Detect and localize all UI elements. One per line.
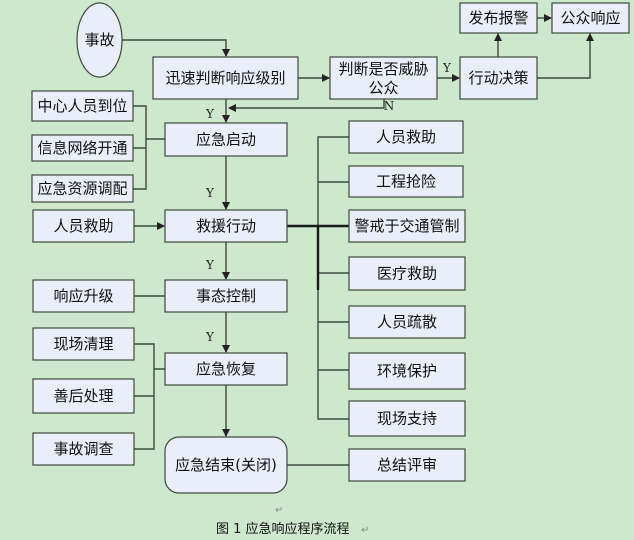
node-label: 事故调查 [53, 440, 113, 458]
label-yes: Y [205, 186, 215, 200]
line-rescue-to-tasks [287, 224, 349, 290]
figure-caption: 图 1 应急响应程序流程 [216, 521, 350, 537]
node-label: 人员救助 [53, 217, 113, 235]
node-label: 应急启动 [196, 131, 256, 149]
node-medical-rescue: 医疗救助 [348, 256, 466, 291]
node-personnel-rescue: 人员救助 [348, 120, 464, 154]
node-public-response: 公众响应 [551, 2, 630, 34]
node-emergency-recovery: 应急恢复 [164, 352, 288, 386]
arrow-accident-to-assess [122, 39, 230, 57]
arrow-decision-to-public [537, 33, 594, 79]
node-site-cleanup: 现场清理 [32, 327, 135, 361]
node-label: 总结评审 [377, 456, 437, 474]
return-mark: ↵ [275, 505, 283, 516]
return-mark: ↵ [361, 525, 369, 536]
node-emergency-end: 应急结束(关闭) [164, 436, 288, 494]
label-no: N [384, 99, 395, 113]
node-site-support: 现场支持 [348, 400, 466, 437]
label-yes: Y [205, 330, 215, 344]
node-response-upgrade: 响应升级 [32, 279, 135, 313]
node-engineering-repair: 工程抢险 [348, 165, 464, 198]
node-assess-level: 迅速判断响应级别 [152, 56, 299, 100]
node-label: 现场清理 [53, 335, 113, 353]
connectors [122, 14, 594, 466]
node-accident: 事故 [76, 2, 123, 78]
node-accident-investigation: 事故调查 [32, 432, 135, 466]
node-aftermath: 善后处理 [32, 378, 135, 414]
node-label: 迅速判断响应级别 [165, 69, 285, 87]
node-label: 事故 [84, 31, 114, 49]
node-threat-public: 判断是否威胁 公众 [329, 56, 438, 100]
node-label: 环境保护 [377, 362, 437, 380]
node-staff-in-place: 中心人员到位 [31, 90, 134, 122]
node-label: 善后处理 [53, 387, 113, 405]
node-summary-review: 总结评审 [348, 448, 466, 482]
node-label: 信息网络开通 [37, 139, 127, 157]
node-label: 人员救助 [376, 128, 436, 146]
node-label: 应急资源调配 [37, 180, 127, 198]
node-issue-alarm: 发布报警 [459, 2, 538, 34]
node-label: 中心人员到位 [37, 97, 127, 115]
bracket-rescue-tasks [317, 136, 349, 420]
node-label: 应急结束(关闭) [175, 456, 277, 474]
node-evacuation: 人员疏散 [348, 305, 466, 339]
label-yes: Y [442, 61, 452, 75]
node-label: 公众 [368, 79, 398, 97]
node-label: 警戒于交通管制 [354, 217, 459, 235]
node-label: 行动决策 [468, 69, 528, 87]
node-label: 判断是否威胁 [338, 60, 428, 78]
node-traffic-control: 警戒于交通管制 [348, 209, 466, 243]
node-action-decision: 行动决策 [459, 56, 538, 100]
node-label: 救援行动 [196, 217, 256, 235]
label-yes: Y [205, 107, 215, 121]
node-situation-control: 事态控制 [164, 279, 288, 313]
node-label: 事态控制 [196, 287, 256, 305]
node-rescue-action: 救援行动 [164, 209, 288, 243]
node-label: 人员疏散 [377, 313, 437, 331]
node-label: 现场支持 [377, 410, 437, 428]
node-environment-protection: 环境保护 [348, 352, 466, 390]
bracket-recovery-tasks [134, 343, 165, 450]
node-label: 医疗救助 [377, 265, 437, 283]
bracket-start-tasks [133, 105, 165, 190]
node-label: 发布报警 [468, 9, 528, 27]
node-label: 公众响应 [560, 9, 620, 27]
node-resource-dispatch: 应急资源调配 [31, 174, 134, 203]
node-label: 响应升级 [53, 287, 113, 305]
node-personnel-rescue-left: 人员救助 [32, 209, 135, 243]
node-label: 应急恢复 [196, 360, 256, 378]
label-yes: Y [205, 258, 215, 272]
node-emergency-start: 应急启动 [164, 122, 288, 157]
node-network-open: 信息网络开通 [31, 134, 134, 162]
node-label: 工程抢险 [376, 173, 436, 191]
arrow-threat-no [228, 99, 385, 112]
